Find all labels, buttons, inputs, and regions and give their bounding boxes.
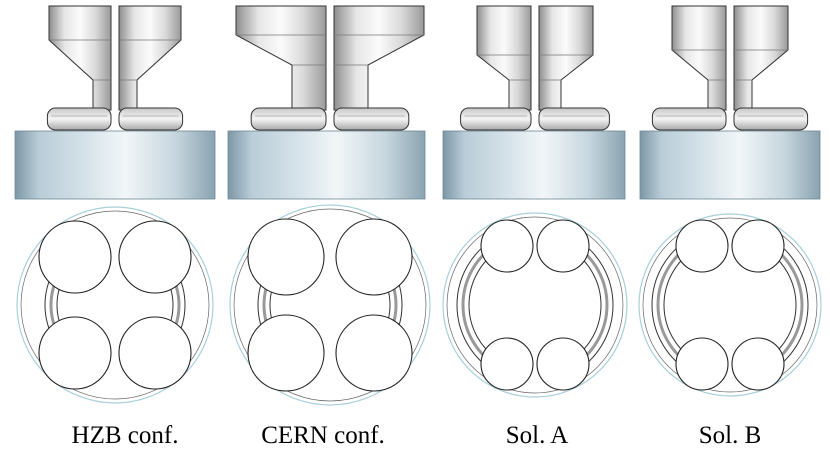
pole-arc [456, 240, 491, 370]
pole-arc [579, 240, 614, 370]
outer-ring [16, 206, 214, 404]
pole-arc [461, 244, 495, 366]
pole-arc [774, 240, 809, 370]
pole-arc [468, 250, 498, 360]
caption-hzb: HZB conf. [71, 422, 179, 449]
pole-disc [536, 219, 590, 273]
base-block [227, 130, 426, 200]
pole-disc [38, 316, 112, 390]
pole-disc [38, 220, 112, 294]
outer-ring [229, 204, 431, 406]
pole-disc [247, 218, 325, 296]
pole-disc [675, 337, 729, 391]
pole-disc [118, 316, 192, 390]
left-pole [460, 5, 532, 131]
left-pole [651, 5, 727, 131]
left-pole [46, 5, 112, 131]
side-view-cern [227, 5, 426, 200]
pole-arc [767, 250, 797, 360]
caption-cern: CERN conf. [261, 422, 385, 449]
pole-disc [731, 219, 785, 273]
top-view-sol-b [638, 213, 822, 397]
outer-ring [442, 212, 628, 398]
pole-arc [572, 250, 602, 360]
base-block [442, 130, 626, 200]
base-block [14, 130, 216, 200]
right-pole [538, 5, 610, 131]
right-pole [118, 5, 184, 131]
side-view-hzb [14, 5, 216, 200]
right-pole [333, 5, 425, 131]
outer-ring [638, 213, 822, 397]
pole-arc [770, 244, 804, 366]
pole-arc [651, 240, 686, 370]
base-block [639, 130, 821, 200]
pole-disc [480, 337, 534, 391]
side-view-sol-a [442, 5, 626, 200]
pole-arc [575, 244, 609, 366]
pole-disc [247, 314, 325, 392]
side-view-sol-b [639, 5, 821, 200]
pole-disc [335, 218, 413, 296]
pole-disc [675, 219, 729, 273]
pole-disc [118, 220, 192, 294]
pole-disc [335, 314, 413, 392]
top-view-sol-a [442, 212, 628, 398]
pole-disc [731, 337, 785, 391]
right-pole [733, 5, 809, 131]
pole-disc [480, 219, 534, 273]
top-view-hzb [16, 206, 214, 404]
pole-arc [656, 244, 690, 366]
pole-disc [536, 337, 590, 391]
caption-sol-b: Sol. B [698, 422, 762, 449]
caption-sol-a: Sol. A [505, 422, 569, 449]
left-pole [235, 5, 327, 131]
top-view-cern [229, 204, 431, 406]
pole-arc [663, 250, 693, 360]
